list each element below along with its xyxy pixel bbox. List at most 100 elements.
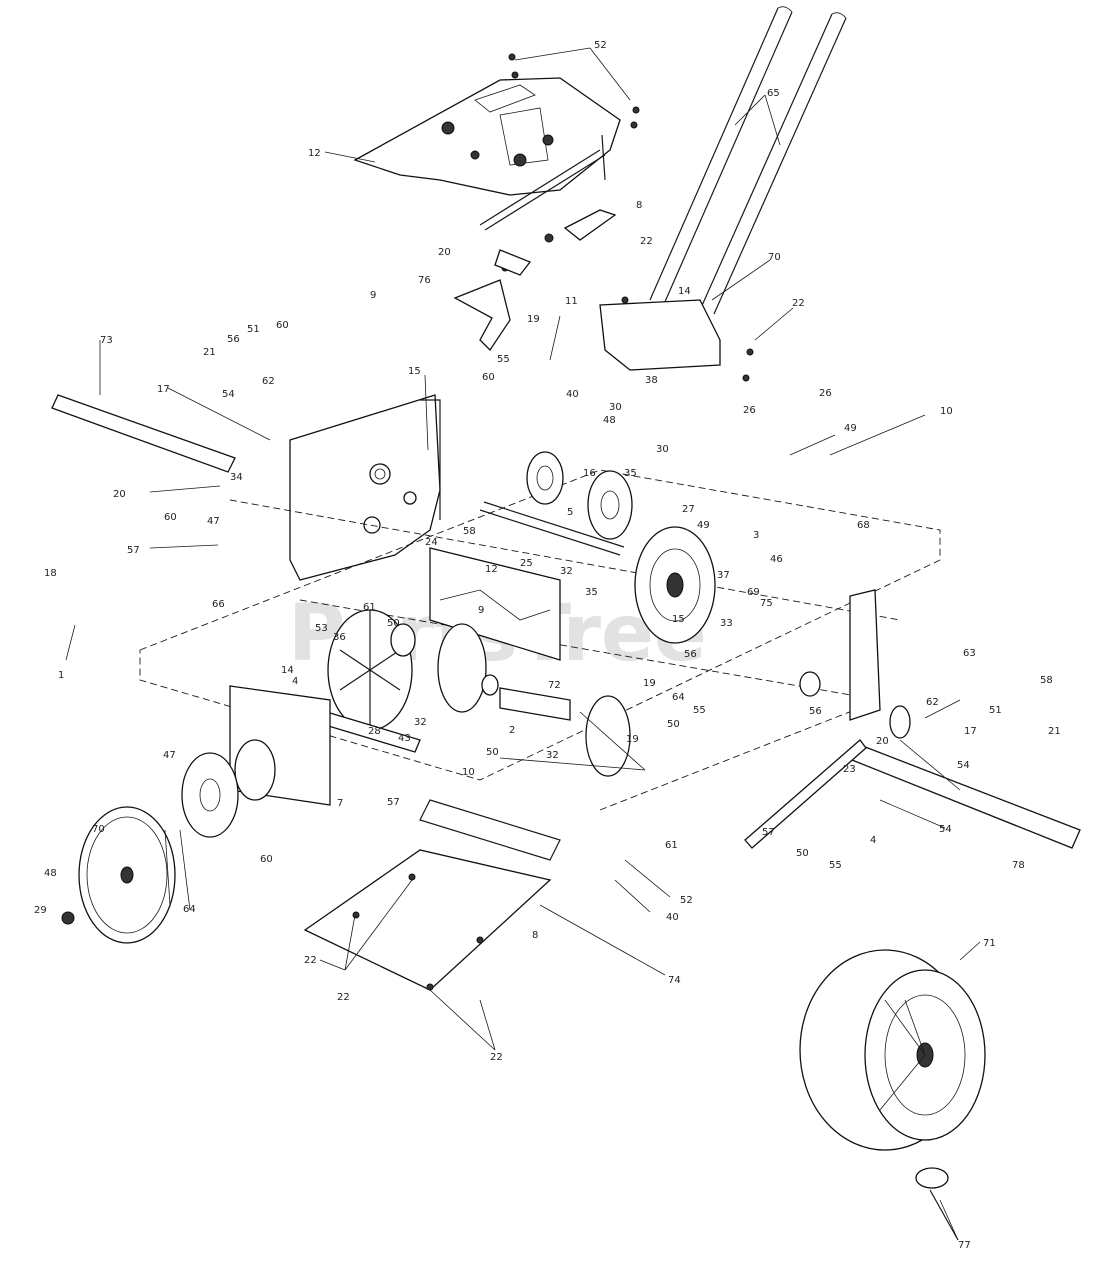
callout-20: 20 bbox=[438, 247, 451, 258]
center-bracket bbox=[429, 547, 561, 661]
callout-52: 52 bbox=[594, 40, 607, 51]
callout-74: 74 bbox=[668, 975, 681, 986]
callout-3: 3 bbox=[753, 530, 759, 541]
callout-25: 25 bbox=[520, 558, 533, 569]
callout-75: 75 bbox=[760, 598, 773, 609]
callout-64: 64 bbox=[672, 692, 685, 703]
callout-11: 11 bbox=[565, 296, 578, 307]
shift-bracket bbox=[453, 209, 617, 352]
callout-60: 60 bbox=[164, 512, 177, 523]
callout-29: 29 bbox=[34, 905, 47, 916]
callout-54: 54 bbox=[222, 389, 235, 400]
console-bracket bbox=[599, 296, 754, 382]
callout-70: 70 bbox=[768, 252, 781, 263]
callout-9: 9 bbox=[370, 290, 376, 301]
callout-18: 18 bbox=[44, 568, 57, 579]
callout-34: 34 bbox=[230, 472, 243, 483]
leader-lines bbox=[65, 47, 981, 1241]
callout-10: 10 bbox=[940, 406, 953, 417]
callout-50: 50 bbox=[667, 719, 680, 730]
frame-right-plate bbox=[744, 589, 1081, 849]
callout-48: 48 bbox=[44, 868, 57, 879]
callout-7: 7 bbox=[337, 798, 343, 809]
callout-16: 16 bbox=[583, 468, 596, 479]
callout-49: 49 bbox=[697, 520, 710, 531]
callout-21: 21 bbox=[203, 347, 216, 358]
callout-70: 70 bbox=[92, 824, 105, 835]
callout-60: 60 bbox=[276, 320, 289, 331]
panel-fasteners bbox=[501, 53, 640, 272]
callout-56: 56 bbox=[684, 649, 697, 660]
callout-51: 51 bbox=[989, 705, 1002, 716]
callout-35: 35 bbox=[585, 587, 598, 598]
callout-62: 62 bbox=[262, 376, 275, 387]
callout-76: 76 bbox=[418, 275, 431, 286]
callout-17: 17 bbox=[964, 726, 977, 737]
callout-54: 54 bbox=[939, 824, 952, 835]
callout-8: 8 bbox=[636, 200, 642, 211]
callout-19: 19 bbox=[626, 734, 639, 745]
callout-55: 55 bbox=[829, 860, 842, 871]
callout-57: 57 bbox=[127, 545, 140, 556]
callout-19: 19 bbox=[643, 678, 656, 689]
callout-65: 65 bbox=[767, 88, 780, 99]
callout-22: 22 bbox=[490, 1052, 503, 1063]
callout-12: 12 bbox=[308, 148, 321, 159]
callout-30: 30 bbox=[609, 402, 622, 413]
callout-33: 33 bbox=[720, 618, 733, 629]
callout-17: 17 bbox=[157, 384, 170, 395]
frame-outline bbox=[139, 469, 941, 811]
callout-68: 68 bbox=[857, 520, 870, 531]
handle-assembly bbox=[649, 6, 847, 315]
callout-32: 32 bbox=[560, 566, 573, 577]
callout-26: 26 bbox=[819, 388, 832, 399]
callout-27: 27 bbox=[682, 504, 695, 515]
callout-55: 55 bbox=[693, 705, 706, 716]
callout-40: 40 bbox=[666, 912, 679, 923]
callout-49: 49 bbox=[844, 423, 857, 434]
callout-38: 38 bbox=[645, 375, 658, 386]
callout-4: 4 bbox=[292, 676, 298, 687]
callout-73: 73 bbox=[100, 335, 113, 346]
callout-54: 54 bbox=[957, 760, 970, 771]
callout-62: 62 bbox=[926, 697, 939, 708]
callout-36: 36 bbox=[333, 632, 346, 643]
callout-48: 48 bbox=[603, 415, 616, 426]
bottom-pan bbox=[303, 799, 561, 991]
gear-assembly bbox=[479, 451, 716, 644]
callout-5: 5 bbox=[567, 507, 573, 518]
callout-61: 61 bbox=[665, 840, 678, 851]
frame-left-plate bbox=[289, 394, 441, 581]
callout-22: 22 bbox=[640, 236, 653, 247]
callout-20: 20 bbox=[876, 736, 889, 747]
drive-tire bbox=[799, 949, 986, 1241]
callout-labels: 52 65 12 8 20 76 9 19 22 14 70 22 73 56 … bbox=[34, 40, 1061, 1251]
callout-58: 58 bbox=[463, 526, 476, 537]
callout-8: 8 bbox=[532, 930, 538, 941]
callout-51: 51 bbox=[247, 324, 260, 335]
callout-21: 21 bbox=[1048, 726, 1061, 737]
callout-14: 14 bbox=[281, 665, 294, 676]
callout-22: 22 bbox=[792, 298, 805, 309]
callout-19: 19 bbox=[527, 314, 540, 325]
callout-4: 4 bbox=[870, 835, 876, 846]
callout-26: 26 bbox=[743, 405, 756, 416]
callout-23: 23 bbox=[843, 764, 856, 775]
callout-61: 61 bbox=[363, 602, 376, 613]
callout-43: 43 bbox=[398, 733, 411, 744]
callout-47: 47 bbox=[163, 750, 176, 761]
callout-71: 71 bbox=[983, 938, 996, 949]
callout-53: 53 bbox=[315, 623, 328, 634]
callout-58: 58 bbox=[1040, 675, 1053, 686]
callout-15: 15 bbox=[672, 614, 685, 625]
callout-14: 14 bbox=[678, 286, 691, 297]
callout-57: 57 bbox=[762, 827, 775, 838]
callout-10: 10 bbox=[462, 767, 475, 778]
callout-24: 24 bbox=[425, 537, 438, 548]
callout-57: 57 bbox=[387, 797, 400, 808]
callout-55: 55 bbox=[497, 354, 510, 365]
left-wheel-hub-assembly bbox=[61, 685, 331, 944]
callout-46: 46 bbox=[770, 554, 783, 565]
